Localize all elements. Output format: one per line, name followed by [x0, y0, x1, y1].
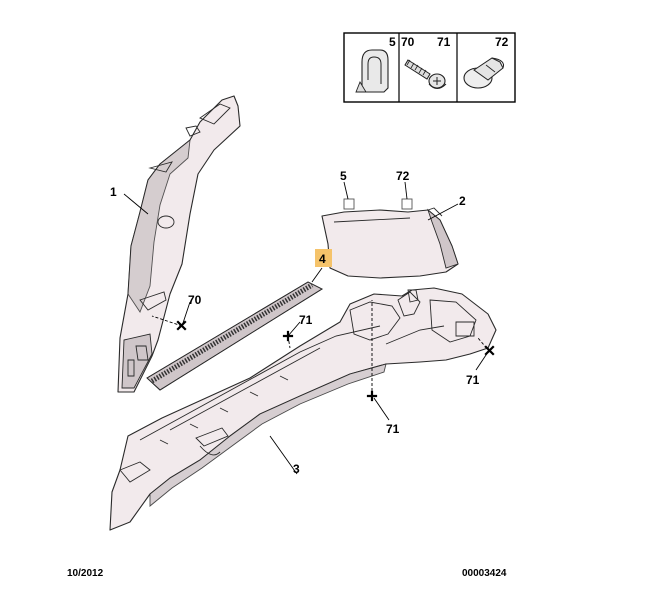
callout-clip-5: 5: [340, 169, 347, 183]
legend-ref-71: 71: [437, 35, 451, 49]
part-4-sill-strip: [146, 281, 323, 391]
callout-clip-70: 70: [188, 293, 202, 307]
fastener-legend-box: 5 70 71 72: [343, 32, 516, 103]
callout-clip-72: 72: [396, 169, 410, 183]
leader-lines: [123, 181, 491, 475]
callout-part-2: 2: [459, 194, 466, 208]
part-2-upper-panel: [321, 207, 459, 279]
part-1-pillar-trim: [117, 95, 241, 393]
callout-4-highlight: [315, 249, 332, 267]
screw-71-marker-c: [484, 345, 495, 356]
legend-ref-70: 70: [401, 35, 415, 49]
clip-5-icon: [355, 49, 389, 93]
clip-5-location: [343, 198, 355, 210]
screw-70-icon: [404, 59, 447, 89]
part-3-lower-trim: [109, 287, 497, 531]
screw-70-marker: [176, 320, 187, 331]
screw-crosses: [176, 320, 495, 402]
clip-72-location: [401, 198, 413, 210]
footer-doc-number: 00003424: [462, 568, 507, 579]
callout-part-4: 4: [319, 252, 326, 266]
callout-screw-71-b: 71: [466, 373, 480, 387]
callout-screw-71-c: 71: [386, 422, 400, 436]
legend-ref-72: 72: [495, 35, 509, 49]
legend-ref-5: 5: [389, 35, 396, 49]
callout-part-1: 1: [110, 185, 117, 199]
callout-screw-71-a: 71: [299, 313, 313, 327]
screw-71-marker-a: [282, 330, 294, 342]
clip-72-icon: [463, 57, 504, 89]
footer-date: 10/2012: [67, 568, 104, 579]
screw-71-marker-b: [366, 390, 378, 402]
callout-part-3: 3: [293, 462, 300, 476]
